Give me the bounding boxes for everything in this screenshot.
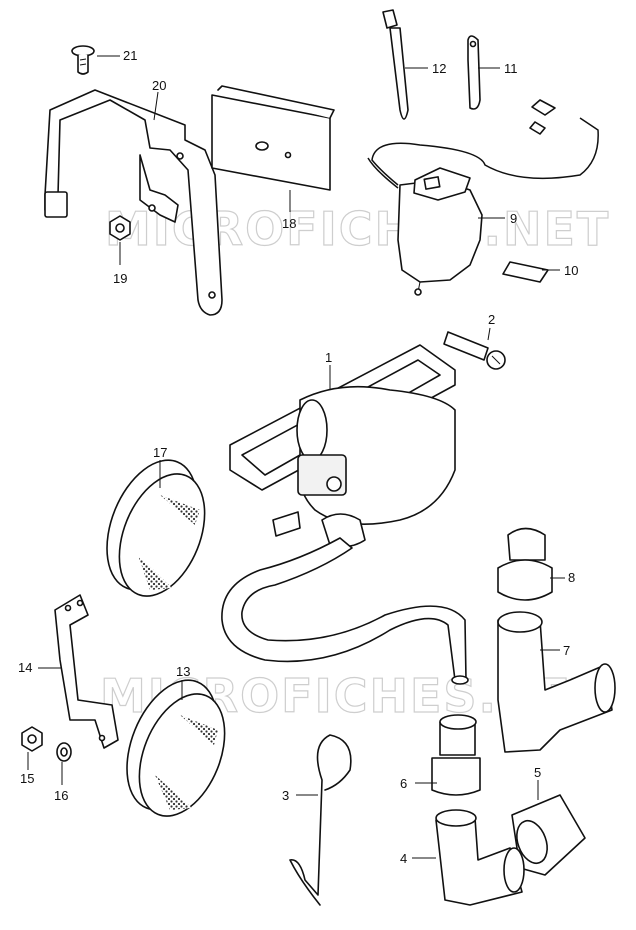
callout-16: 16	[54, 788, 68, 803]
callout-4: 4	[400, 851, 407, 866]
part-2-bolt	[443, 331, 506, 370]
part-6-sleeve	[431, 714, 481, 796]
part-4-elbow	[435, 809, 525, 906]
part-18-pad	[211, 85, 335, 191]
callout-21: 21	[123, 48, 137, 63]
part-7-elbow	[497, 611, 616, 753]
part-1-coil	[221, 344, 469, 685]
callout-19: 19	[113, 271, 127, 286]
callout-7: 7	[563, 643, 570, 658]
leader-lines	[27, 55, 565, 859]
part-13-reflector	[126, 679, 226, 817]
callout-11: 11	[504, 61, 518, 76]
callout-13: 13	[176, 664, 190, 679]
part-15-nut	[21, 726, 43, 752]
callout-12: 12	[432, 61, 446, 76]
callout-15: 15	[20, 771, 34, 786]
part-16-washer	[56, 742, 72, 762]
part-11-clamp	[467, 35, 481, 110]
part-9-switch	[367, 99, 599, 296]
callout-5: 5	[534, 765, 541, 780]
callout-20: 20	[152, 78, 166, 93]
callout-3: 3	[282, 788, 289, 803]
part-17-reflector	[106, 459, 206, 597]
callout-6: 6	[400, 776, 407, 791]
watermark-top: MICROFICHES.NET	[105, 202, 610, 256]
callout-14: 14	[18, 660, 32, 675]
part-12-cable-tie	[382, 9, 409, 120]
callout-2: 2	[488, 312, 495, 327]
part-8-cap	[497, 527, 553, 601]
part-20-bracket	[44, 89, 223, 316]
callout-9: 9	[510, 211, 517, 226]
callout-8: 8	[568, 570, 575, 585]
callout-10: 10	[564, 263, 578, 278]
part-3-clip	[289, 734, 352, 906]
callout-1: 1	[325, 350, 332, 365]
part-19-nut	[109, 215, 131, 241]
part-21-screw	[71, 45, 95, 75]
part-14-bracket	[54, 594, 119, 749]
callout-17: 17	[153, 445, 167, 460]
callout-18: 18	[282, 216, 296, 231]
part-10-label	[502, 261, 549, 283]
